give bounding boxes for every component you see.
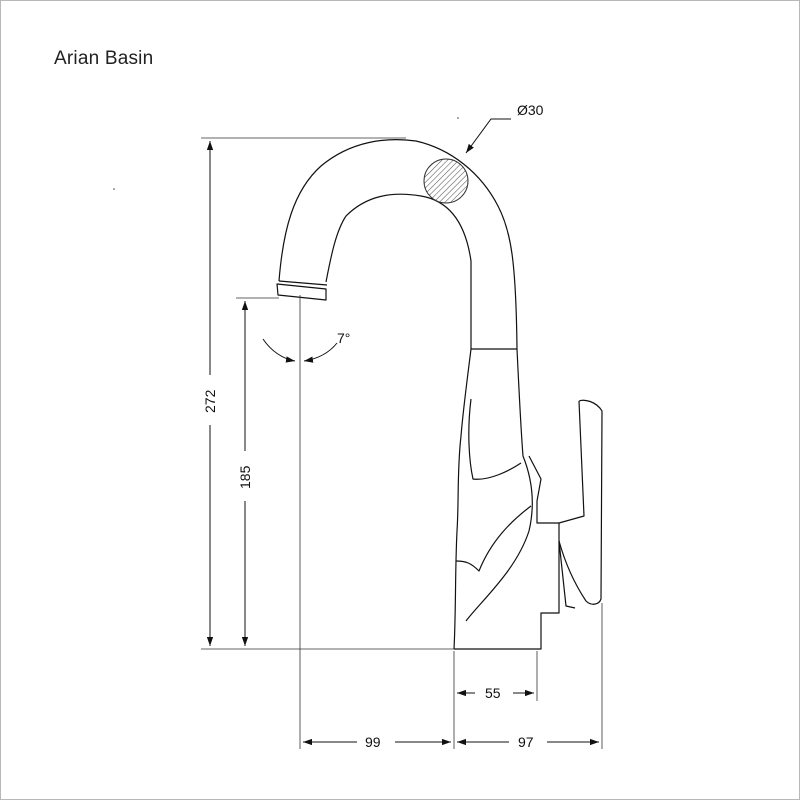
speck bbox=[457, 117, 459, 119]
faucet-outline bbox=[276, 139, 603, 650]
width-55-label: 55 bbox=[485, 685, 501, 701]
reach-99-label: 99 bbox=[365, 734, 381, 750]
angle-label: 7° bbox=[337, 330, 350, 346]
depth-97-label: 97 bbox=[518, 734, 534, 750]
speck bbox=[113, 188, 115, 190]
height-272-label: 272 bbox=[202, 389, 218, 413]
diameter-leader bbox=[465, 118, 511, 154]
extension-lines bbox=[201, 137, 603, 749]
diameter-label: Ø30 bbox=[517, 102, 544, 118]
angle-dimension bbox=[262, 338, 338, 363]
height-185-label: 185 bbox=[237, 465, 253, 489]
drawing-title: Arian Basin bbox=[54, 48, 154, 69]
section-circle bbox=[423, 158, 469, 204]
